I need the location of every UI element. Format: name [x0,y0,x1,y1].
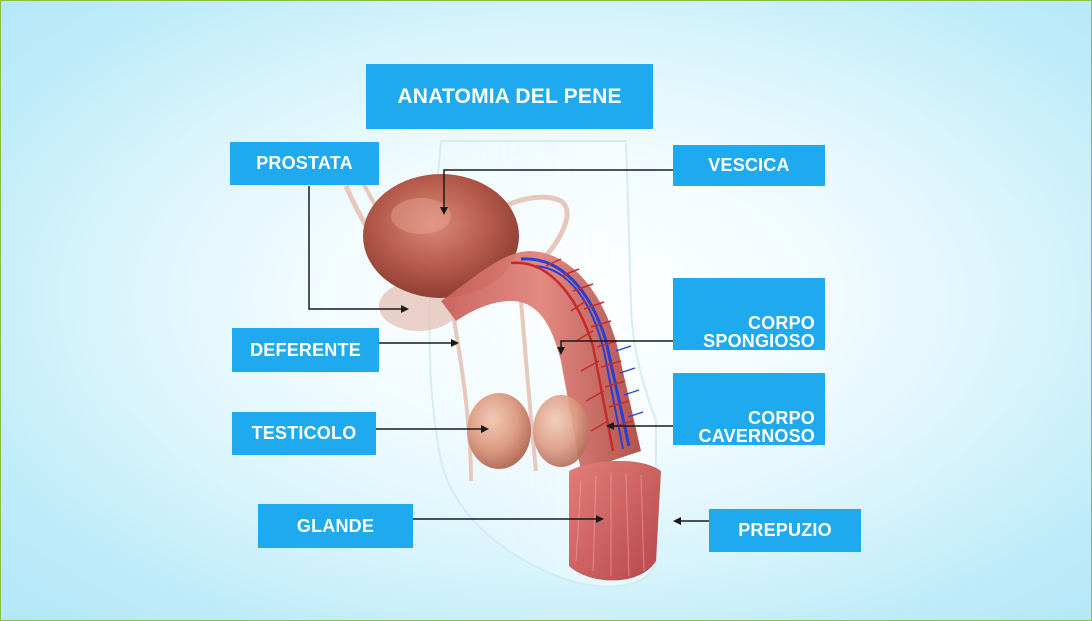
label-prepuzio: PREPUZIO [709,509,861,552]
label-corpo-cavernoso: CORPO CAVERNOSO [673,373,825,445]
label-corpo-spongioso-line2: SPONGIOSO [703,332,815,350]
label-testicolo: TESTICOLO [232,412,376,455]
label-corpo-spongioso-line1: CORPO [748,314,815,332]
label-prostata: PROSTATA [230,142,379,185]
label-corpo-cavernoso-line2: CAVERNOSO [699,427,815,445]
label-deferente: DEFERENTE [232,328,379,372]
label-corpo-spongioso: CORPO SPONGIOSO [673,278,825,350]
page-title: ANATOMIA DEL PENE [366,64,653,129]
label-vescica: VESCICA [673,145,825,186]
label-corpo-cavernoso-line1: CORPO [748,409,815,427]
label-glande: GLANDE [258,504,413,548]
